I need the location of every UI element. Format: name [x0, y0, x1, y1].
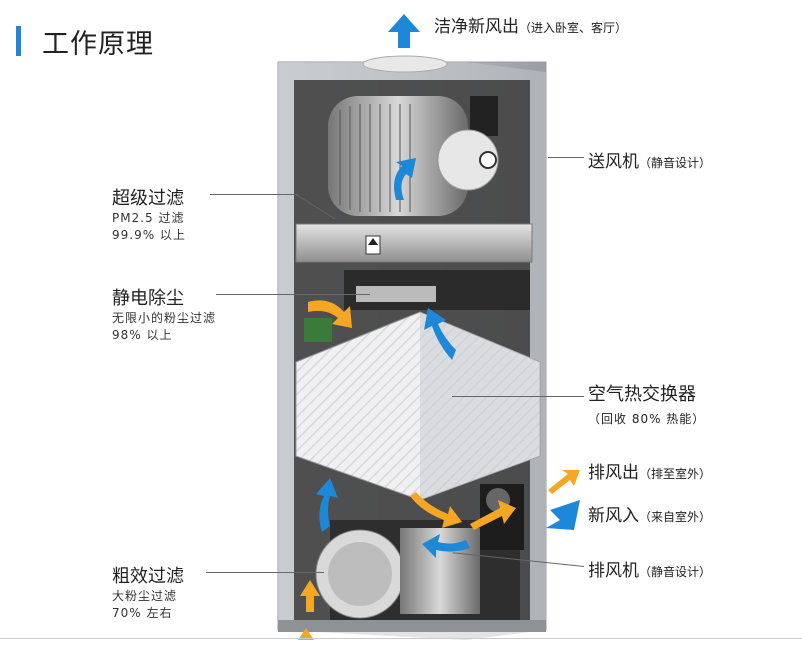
up-arrow-top: [388, 14, 420, 48]
leader-line-supply-fan: [548, 157, 584, 158]
circuit-board: [304, 318, 332, 342]
supply-fan-label: 送风机（静音设计）: [588, 152, 712, 172]
exhaust-out-arrow: [548, 470, 580, 494]
bottom-rule: [0, 638, 802, 639]
clean-air-out-label: 洁净新风出（进入卧室、客厅）: [434, 17, 628, 37]
electrostatic-label: 静电除尘 无限小的粉尘过滤 98% 以上: [112, 288, 217, 342]
super-filter: [295, 223, 533, 263]
leader-line-electrostatic: [216, 294, 370, 295]
super-filter-label: 超级过滤 PM2.5 过滤 99.9% 以上: [112, 188, 186, 242]
top-outlet: [362, 55, 448, 73]
blue-airflow-arrows: [316, 14, 580, 558]
yellow-airflow-arrows: [298, 300, 580, 640]
leader-line-coarse-filter: [206, 572, 324, 573]
exhaust-fan: [400, 528, 480, 614]
exhaust-fan-label: 排风机（静音设计）: [588, 561, 712, 581]
coarse-filter-label: 粗效过滤 大粉尘过滤 70% 左右: [112, 566, 184, 620]
heat-exchanger-label: 空气热交换器 （回收 80% 热能）: [588, 384, 706, 426]
up-arrow-fan: [394, 158, 416, 200]
exhaust-out-label: 排风出（排至室外）: [588, 463, 712, 483]
leader-line-heat-exchanger: [452, 396, 584, 397]
page-title: 工作原理: [42, 29, 154, 60]
supply-fan-motor: [437, 129, 499, 191]
leader-line-super-filter: [210, 194, 298, 195]
title-accent-bar: [16, 26, 21, 56]
fresh-in-label: 新风入（来自室外）: [588, 506, 712, 526]
supply-fan: [328, 96, 468, 216]
fresh-in-arrow: [546, 500, 580, 530]
